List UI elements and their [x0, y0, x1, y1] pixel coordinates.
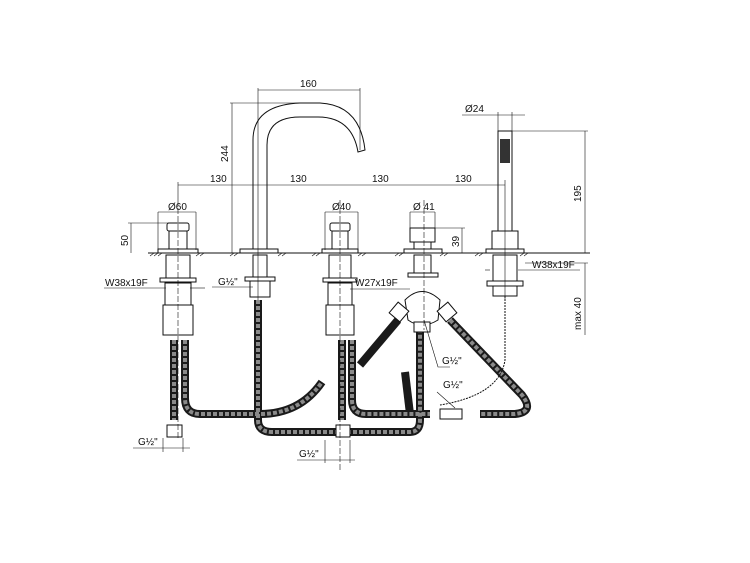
dim-handle-mid-diameter: Ø40 [332, 202, 351, 213]
thread-spout: G½" [218, 277, 238, 288]
dim-spout-reach: 160 [300, 79, 317, 90]
dim-spacing-4: 130 [455, 174, 472, 185]
left-handle-valve [157, 200, 199, 440]
dimension-lines [104, 88, 588, 463]
thread-diverter-outlet-2: G½" [443, 380, 463, 391]
thread-left: W38x19F [105, 278, 148, 289]
dim-spout-height: 244 [220, 145, 231, 162]
thread-right: W38x19F [532, 260, 575, 271]
dim-shower-diameter: Ø24 [465, 104, 484, 115]
spout [239, 88, 366, 300]
dim-max-deck: max 40 [573, 297, 584, 330]
diverter [388, 200, 458, 333]
dim-shower-height: 195 [573, 185, 584, 202]
thread-bottom-inlet: G½" [299, 449, 319, 460]
flexible-hoses [170, 296, 532, 436]
dimension-labels: 160 244 130 130 130 130 Ø60 50 Ø40 Ø 41 … [105, 79, 584, 460]
dim-spacing-3: 130 [372, 174, 389, 185]
dim-handle-left-diameter: Ø60 [168, 202, 187, 213]
dim-spacing-2: 130 [290, 174, 307, 185]
thread-mid: W27x19F [355, 278, 398, 289]
hand-shower [485, 130, 525, 300]
dim-handle-left-height: 50 [120, 234, 131, 246]
thread-diverter-outlet-1: G½" [442, 356, 462, 367]
dim-diverter-diameter: Ø 41 [413, 202, 435, 213]
middle-handle-valve [321, 200, 359, 470]
dim-spacing-1: 130 [210, 174, 227, 185]
dim-diverter-height: 39 [451, 235, 462, 247]
thread-left-inlet: G½" [138, 437, 158, 448]
